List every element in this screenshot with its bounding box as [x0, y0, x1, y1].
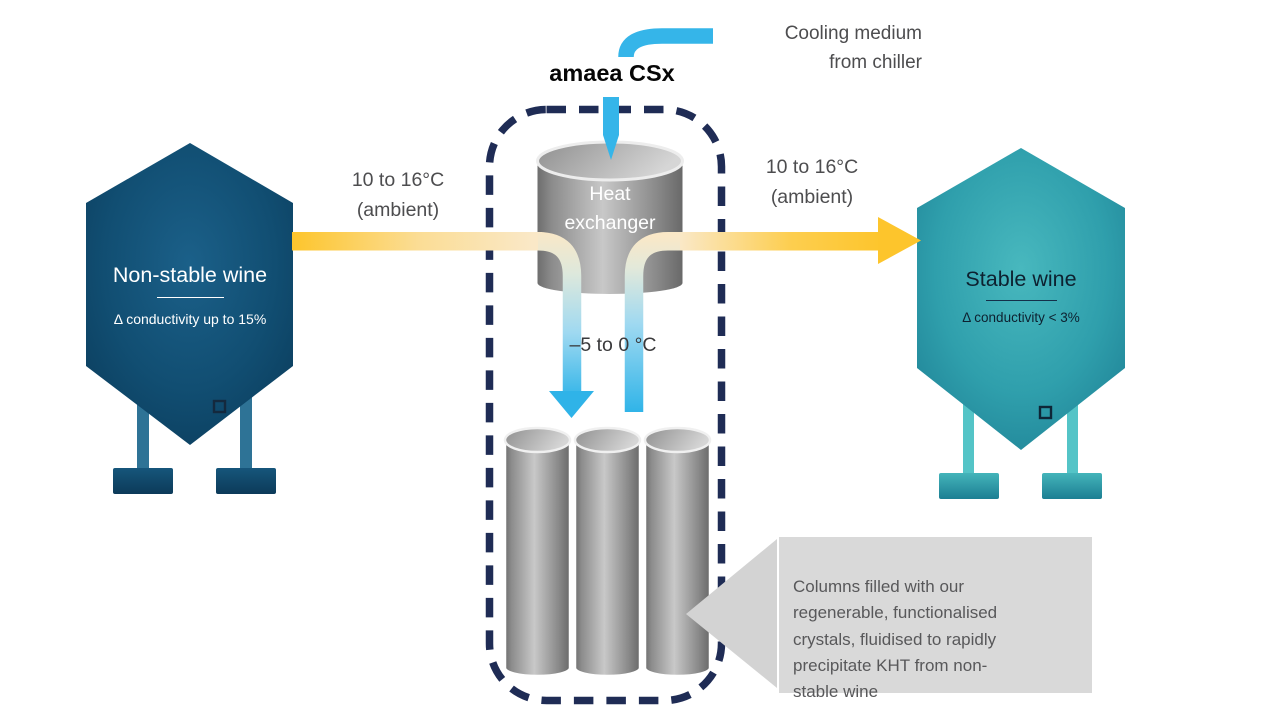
tank-foot [939, 473, 999, 499]
column-top [643, 426, 712, 454]
chiller-arrow-icon [603, 97, 619, 160]
stable-wine-subtitle: Δ conductivity < 3% [962, 310, 1080, 325]
cooling-medium-label: Cooling medium from chiller [784, 23, 922, 73]
column-top [573, 426, 642, 454]
process-boundary-dashed-border [485, 105, 726, 705]
columns-callout-text: Columns filled with our regenerable, fun… [793, 577, 998, 702]
outflow-temperature-label: 10 to 16°C (ambient) [765, 156, 859, 208]
cooled-downflow-arrow [537, 231, 594, 418]
system-title: amaea CSx [549, 60, 675, 86]
non-stable-wine-tank [86, 143, 293, 494]
stable-wine-tank [917, 148, 1125, 499]
column-body [643, 438, 712, 678]
right-arrowhead-icon [878, 217, 921, 264]
tank-body [917, 148, 1125, 450]
chiller-supply-pipe [603, 28, 713, 160]
non-stable-wine-divider [157, 297, 224, 298]
down-arrowhead-icon [549, 391, 594, 418]
tank-foot [216, 468, 276, 494]
tank-port-icon [212, 399, 227, 414]
tank-foot [113, 468, 173, 494]
tank-leg [240, 385, 252, 470]
inflow-temperature-label: 10 to 16°C (ambient) [351, 169, 445, 221]
crystal-columns [503, 426, 712, 678]
tank-leg [1067, 385, 1078, 475]
non-stable-wine-title: Non-stable wine [112, 263, 268, 287]
return-upflow-pipe [624, 231, 684, 412]
stable-wine-divider [986, 300, 1057, 301]
stable-wine-title: Stable wine [965, 267, 1077, 291]
tank-foot [1042, 473, 1102, 499]
column-body [573, 438, 642, 678]
column-body [503, 438, 572, 678]
tank-body [86, 143, 293, 445]
tank-port-icon [1038, 405, 1053, 420]
warm-inflow-arrow [292, 232, 542, 251]
tank-leg [963, 385, 974, 475]
column-top [503, 426, 572, 454]
warm-outflow-arrow [680, 217, 921, 264]
callout-pointer-icon [686, 539, 777, 688]
non-stable-wine-subtitle: Δ conductivity up to 15% [113, 311, 267, 327]
columns-callout: Columns filled with our regenerable, fun… [779, 537, 1092, 701]
cold-temperature-label: –5 to 0 °C [569, 334, 657, 356]
heat-exchanger-label: Heat exchanger [564, 183, 656, 234]
